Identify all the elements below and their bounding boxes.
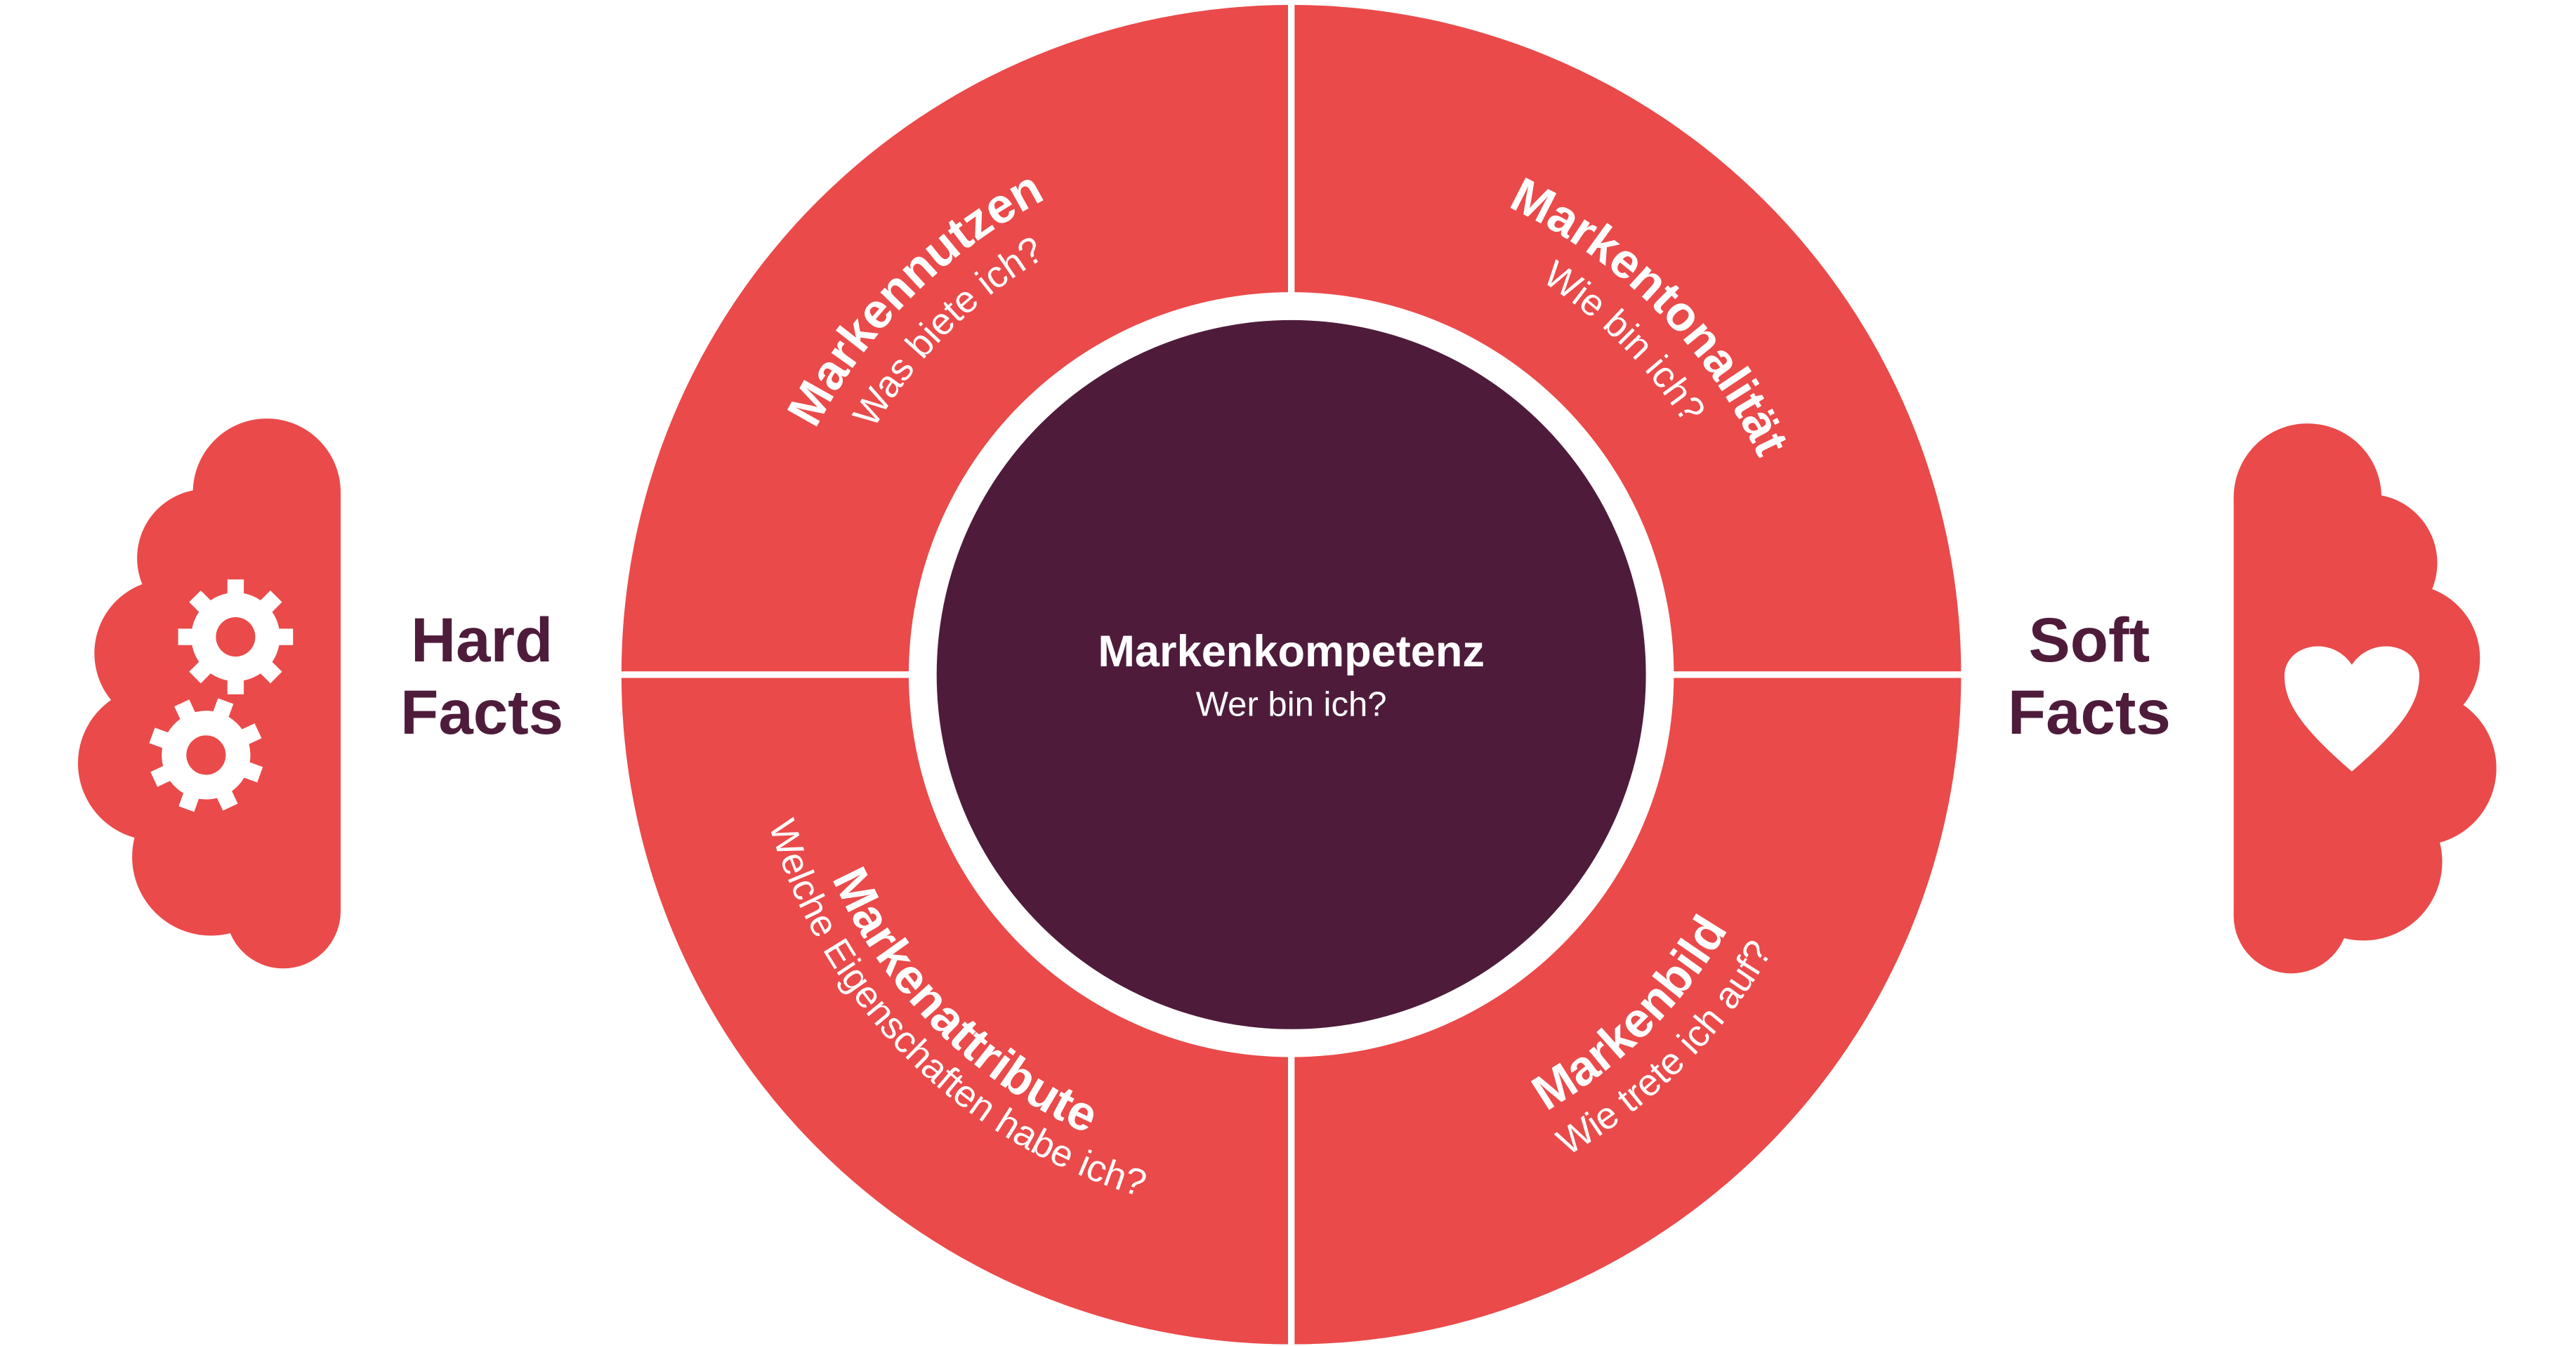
hard-facts-line1: Hard [411, 605, 553, 675]
heart-icon [2284, 646, 2419, 772]
center-subtitle: Wer bin ich? [1196, 685, 1387, 723]
gear-icon [178, 579, 294, 694]
center-title: Markenkompetenz [1098, 627, 1485, 676]
hard-facts-line2: Facts [400, 678, 563, 747]
soft-facts-line1: Soft [2029, 605, 2150, 675]
brain-heart-icon [2233, 423, 2497, 974]
brain-gears-icon [78, 418, 341, 969]
core-circle [936, 319, 1646, 1029]
gear-icon [132, 681, 280, 829]
soft-facts-line2: Facts [2008, 678, 2171, 747]
